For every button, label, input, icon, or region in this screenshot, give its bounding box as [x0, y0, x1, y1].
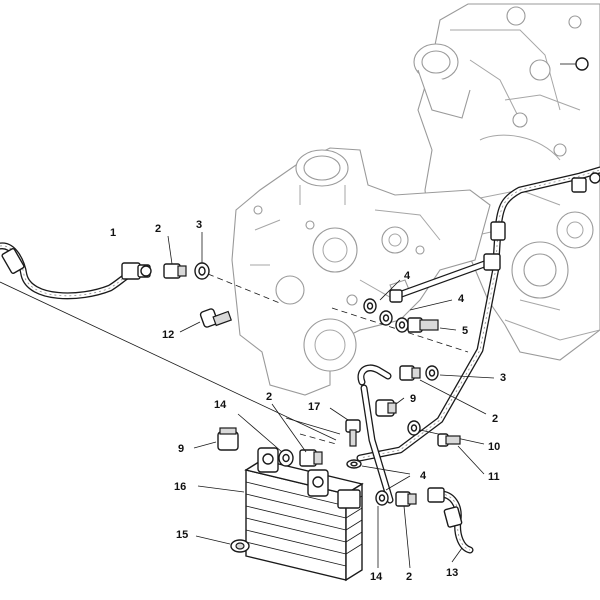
- callout-12: 12: [162, 329, 174, 341]
- callout-13: 13: [446, 567, 458, 579]
- callout-16: 16: [174, 481, 186, 493]
- callout-11: 11: [488, 471, 500, 483]
- oil-hose-upper: [490, 57, 600, 266]
- callout-labels: 1 2 3 4 4 5 12 3 2 14 2 17 9 9 10 11 4 1…: [110, 219, 506, 583]
- fittings-bottom: [377, 491, 417, 569]
- oil-hose-13: [357, 364, 474, 563]
- washers-4-and-bolt-5: [363, 279, 457, 333]
- callout-14: 14: [370, 571, 383, 583]
- callout-15: 15: [176, 529, 188, 541]
- oil-hose-middle: [356, 253, 501, 462]
- callout-14: 14: [214, 399, 227, 411]
- callout-9: 9: [410, 393, 416, 405]
- oil-hose-1: [0, 242, 152, 300]
- callout-5: 5: [462, 325, 468, 337]
- bolt-12: [179, 308, 232, 333]
- callout-3: 3: [500, 372, 506, 384]
- callout-10: 10: [488, 441, 500, 453]
- oil-cooler-16: [195, 447, 364, 582]
- banjo-bolt-2-top: [163, 235, 187, 279]
- washer-3-top: [194, 232, 210, 280]
- fittings-left-of-cooler: [193, 403, 323, 467]
- callout-4: 4: [404, 270, 411, 282]
- callout-2: 2: [492, 413, 498, 425]
- callout-2: 2: [266, 391, 272, 403]
- callout-17: 17: [308, 401, 320, 413]
- callout-1: 1: [110, 227, 116, 239]
- callout-4: 4: [420, 470, 427, 482]
- callout-3: 3: [196, 219, 202, 231]
- callout-2: 2: [155, 223, 161, 235]
- bolt-17-and-washers-4: [329, 407, 411, 506]
- engine-outline: [231, 3, 600, 396]
- callout-4: 4: [458, 293, 465, 305]
- callout-9: 9: [178, 443, 184, 455]
- fittings-middle: [375, 365, 495, 475]
- callout-2: 2: [406, 571, 412, 583]
